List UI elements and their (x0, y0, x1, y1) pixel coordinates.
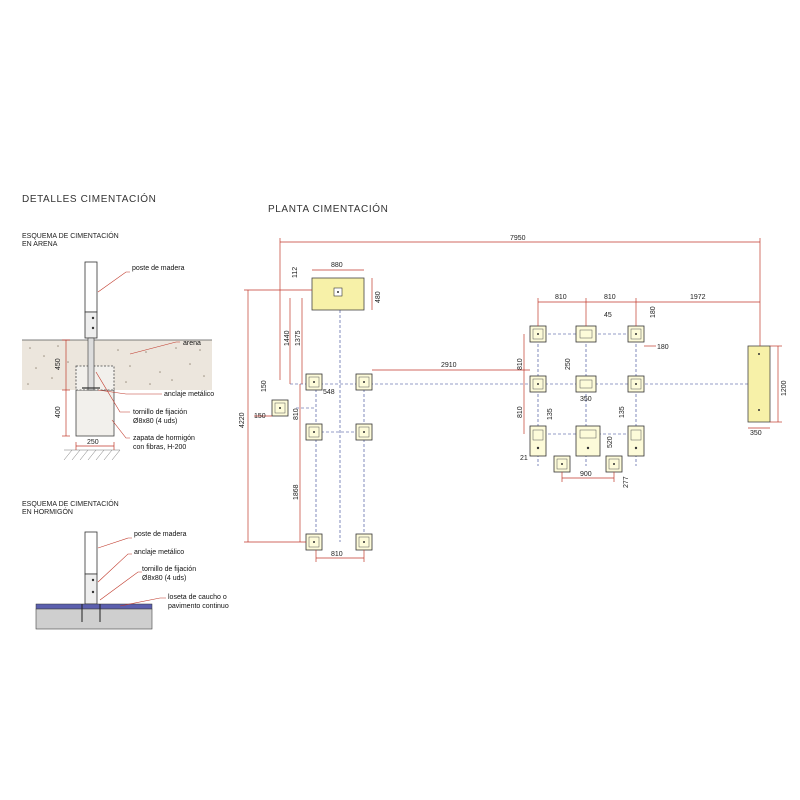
dim-180b: 180 (657, 344, 669, 351)
label-anclaje-hormigon: anclaje metálico (134, 549, 184, 556)
pad (627, 375, 645, 393)
pad (355, 373, 373, 391)
dim-880: 880 (331, 262, 343, 269)
dim-1375: 1375 (295, 330, 302, 346)
dim-480: 480 (375, 291, 382, 303)
pad (305, 533, 323, 551)
label-loseta-2: pavimento continuo (168, 603, 229, 610)
dim-1440: 1440 (284, 330, 291, 346)
dim-1972: 1972 (690, 294, 706, 301)
dim-900: 900 (580, 471, 592, 478)
pad (305, 373, 323, 391)
label-tornillo-arena-1: tornillo de fijación (133, 409, 187, 416)
pad (575, 425, 601, 457)
label-zapata-arena-1: zapata de hormigón (133, 435, 195, 442)
dim-810c: 810 (555, 294, 567, 301)
dim-45: 45 (604, 312, 612, 319)
metal-anchor-hormigon (84, 573, 98, 605)
dim-7950: 7950 (510, 235, 526, 242)
metal-anchor (84, 311, 98, 339)
label-zapata-arena-2: con fibras, H-200 (133, 444, 186, 451)
dim-250-plan: 250 (565, 358, 572, 370)
pad (305, 423, 323, 441)
concrete-footing (75, 389, 115, 437)
concrete-base (35, 608, 153, 630)
hormigon-subtitle-2: EN HORMIGÓN (22, 507, 73, 516)
foundation-pads (271, 325, 645, 551)
arena-subtitle-1: ESQUEMA DE CIMENTACIÓN (22, 231, 119, 240)
pad (529, 375, 547, 393)
sand-layer (22, 340, 212, 390)
pad (553, 455, 571, 473)
dim-810f: 810 (517, 406, 524, 418)
pad (355, 423, 373, 441)
pad (575, 325, 597, 343)
dim-150a: 150 (261, 380, 268, 392)
dim-810d: 810 (604, 294, 616, 301)
label-tornillo-hormigon-2: Ø8x80 (4 uds) (142, 575, 186, 582)
wood-post-hormigon (84, 531, 98, 575)
dim-21: 21 (520, 455, 528, 462)
dim-810b: 810 (331, 551, 343, 558)
axis-lines (290, 290, 760, 542)
label-anclaje-arena: anclaje metálico (164, 391, 214, 398)
dim-135b: 135 (619, 406, 626, 418)
hormigon-scheme: ESQUEMA DE CIMENTACIÓN EN HORMIGÓN poste… (22, 499, 229, 630)
dim-2910: 2910 (441, 362, 457, 369)
slab-right (747, 345, 771, 423)
label-tornillo-hormigon-1: tornillo de fijación (142, 566, 196, 573)
wood-post (84, 261, 98, 313)
plan-dimensions: 7950 880 480 112 4220 1440 1375 150 150 … (239, 235, 788, 562)
label-tornillo-arena-2: Ø8x80 (4 uds) (133, 418, 177, 425)
dim-520: 520 (607, 436, 614, 448)
pad (627, 425, 645, 457)
pad (529, 425, 547, 457)
dim-450: 450 (55, 358, 62, 370)
dim-250: 250 (87, 439, 99, 446)
sand-dots (27, 345, 205, 385)
dim-277: 277 (623, 476, 630, 488)
dim-350a: 350 (580, 396, 592, 403)
label-arena: arena (183, 340, 201, 347)
dim-135a: 135 (547, 408, 554, 420)
dim-400: 400 (55, 406, 62, 418)
dim-810e: 810 (517, 358, 524, 370)
pad (575, 375, 597, 393)
pad (605, 455, 623, 473)
dim-1200: 1200 (781, 380, 788, 396)
dim-180a: 180 (650, 306, 657, 318)
pad (271, 399, 289, 417)
label-loseta-1: loseta de caucho o (168, 594, 227, 601)
dim-1868: 1868 (293, 484, 300, 500)
ground-hatch (63, 449, 121, 461)
details-title: DETALLES CIMENTACIÓN (22, 192, 156, 205)
arena-subtitle-2: EN ARENA (22, 241, 58, 248)
dim-810a: 810 (293, 408, 300, 420)
plan-title: PLANTA CIMENTACIÓN (268, 202, 388, 215)
label-poste-hormigon: poste de madera (134, 531, 187, 538)
dim-150b: 150 (254, 413, 266, 420)
label-poste-arena: poste de madera (132, 265, 185, 272)
dim-548: 548 (323, 389, 335, 396)
pad (529, 325, 547, 343)
dim-112: 112 (292, 267, 299, 278)
arena-scheme: ESQUEMA DE CIMENTACIÓN EN ARENA (22, 231, 214, 461)
dim-4220: 4220 (239, 412, 246, 428)
pad (355, 533, 373, 551)
dim-350b: 350 (750, 430, 762, 437)
pad (627, 325, 645, 343)
rubber-tile (35, 603, 153, 610)
hormigon-subtitle-1: ESQUEMA DE CIMENTACIÓN (22, 499, 119, 508)
